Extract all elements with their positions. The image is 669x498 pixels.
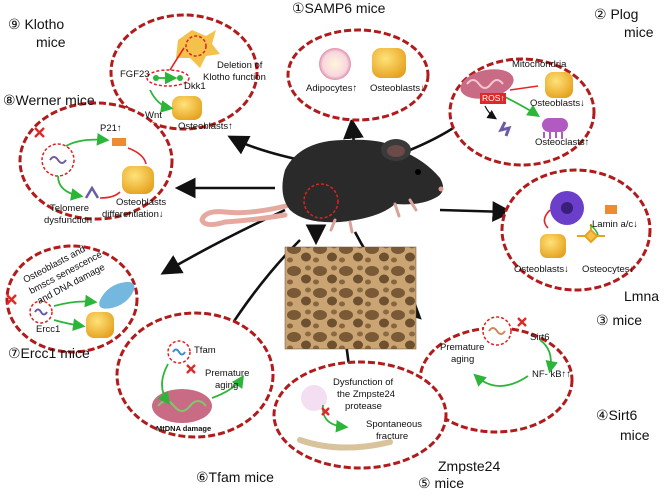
klotho-deletion-line2: Klotho function bbox=[203, 72, 266, 83]
lamin-icon bbox=[605, 205, 617, 214]
ercc1-label: Ercc1 bbox=[36, 324, 61, 335]
protease-icon bbox=[301, 385, 327, 411]
telomere-icon bbox=[84, 185, 100, 199]
lmna-lamin: Lamin a/c↓ bbox=[592, 219, 638, 230]
plog-title-line2: mice bbox=[624, 24, 654, 40]
zmpste24-title-line2: ⑤ mice bbox=[418, 475, 464, 491]
plog-mitochondria: Mitochondria bbox=[512, 59, 567, 70]
samp6-title: ①SAMP6 mice bbox=[292, 0, 386, 16]
werner-telomere-line1: Telomere bbox=[50, 203, 90, 214]
samp6-osteoblasts: Osteoblasts↓ bbox=[370, 83, 425, 94]
zmpste24-dysfunction-line1: Dysfunction of bbox=[333, 377, 394, 388]
mitochondria-icon bbox=[460, 69, 514, 99]
adipocyte-cell bbox=[319, 48, 351, 80]
zmpste24-dysfunction-line2: the Zmpste24 bbox=[337, 389, 396, 400]
klotho-title-line2: mice bbox=[36, 34, 66, 50]
osteocyte-icon-klotho bbox=[176, 30, 220, 68]
sirt6-label: Sirt6 bbox=[530, 332, 550, 343]
lmna-osteocytes: Osteocytes↓ bbox=[582, 264, 635, 275]
tfam-premature-line2: aging bbox=[215, 380, 239, 391]
tfam-title: ⑥Tfam mice bbox=[196, 469, 274, 485]
samp6-adipocytes: Adipocytes↑ bbox=[306, 83, 358, 94]
sirt6-title-line1: ④Sirt6 bbox=[596, 407, 638, 423]
ercc1-title: ⑦Ercc1 mice bbox=[8, 345, 90, 361]
sirt6-nfkb: NF- kB↑↑ bbox=[532, 369, 572, 380]
sirt6-premature-line1: Premature bbox=[440, 342, 485, 353]
chromosome-icon bbox=[498, 121, 512, 137]
werner-osteo-line1: Osteoblasts bbox=[116, 197, 167, 208]
klotho-wnt: Wnt bbox=[145, 110, 162, 121]
tfam-mtdna: MtDNA damage bbox=[156, 424, 212, 433]
plog-ros: ROS↑ bbox=[482, 93, 505, 103]
zmpste24-fracture-line1: Spontaneous bbox=[366, 419, 422, 430]
sirt6-premature-line2: aging bbox=[451, 354, 475, 365]
klotho-deletion-line1: Deletion of bbox=[217, 60, 263, 71]
klotho-title-line1: ⑨ Klotho bbox=[8, 16, 65, 32]
trabecular-bone-image bbox=[284, 246, 417, 350]
mitochondria-icon-tfam bbox=[152, 389, 212, 423]
zmpste24-dysfunction-line3: protease bbox=[345, 401, 382, 412]
werner-osteo-line2: differentiation↓ bbox=[102, 209, 164, 220]
knockout-markers bbox=[6, 127, 527, 416]
sirt6-title-line2: mice bbox=[620, 427, 650, 443]
zmpste24-fracture-line2: fracture bbox=[376, 431, 409, 442]
osteoclast-cell bbox=[542, 118, 568, 132]
bone-fracture-icon bbox=[297, 437, 393, 451]
lmna-title-line2: ③ mice bbox=[596, 312, 642, 328]
plog-osteoclasts: Osteoclasts↑ bbox=[535, 137, 590, 148]
plog-title-line1: ② Plog bbox=[594, 6, 639, 22]
tfam-premature-line1: Premature bbox=[205, 368, 250, 379]
plog-osteoblasts: Osteoblasts↓ bbox=[530, 98, 585, 109]
klotho-fgf23: FGF23 bbox=[120, 69, 150, 80]
werner-title: ⑧Werner mice bbox=[3, 92, 95, 108]
ros-badge bbox=[480, 93, 506, 104]
klotho-dkk1: Dkk1 bbox=[184, 81, 206, 92]
tfam-label: Tfam bbox=[194, 345, 216, 356]
lmna-title-line1: Lmna bbox=[624, 288, 660, 304]
cell-illustrations bbox=[29, 30, 617, 451]
mouse-illustration bbox=[199, 139, 444, 234]
zmpste24-title-line1: Zmpste24 bbox=[438, 458, 501, 474]
osteoblast-cell bbox=[372, 48, 406, 78]
osteocyte-icon bbox=[577, 224, 605, 244]
lmna-osteoblasts: Osteoblasts↓ bbox=[514, 264, 569, 275]
werner-telomere-line2: dysfunction bbox=[44, 215, 93, 226]
werner-p21: P21↑ bbox=[100, 123, 122, 134]
senescent-cell-icon bbox=[99, 281, 135, 309]
klotho-osteoblasts: Osteoblasts↑ bbox=[178, 121, 233, 132]
